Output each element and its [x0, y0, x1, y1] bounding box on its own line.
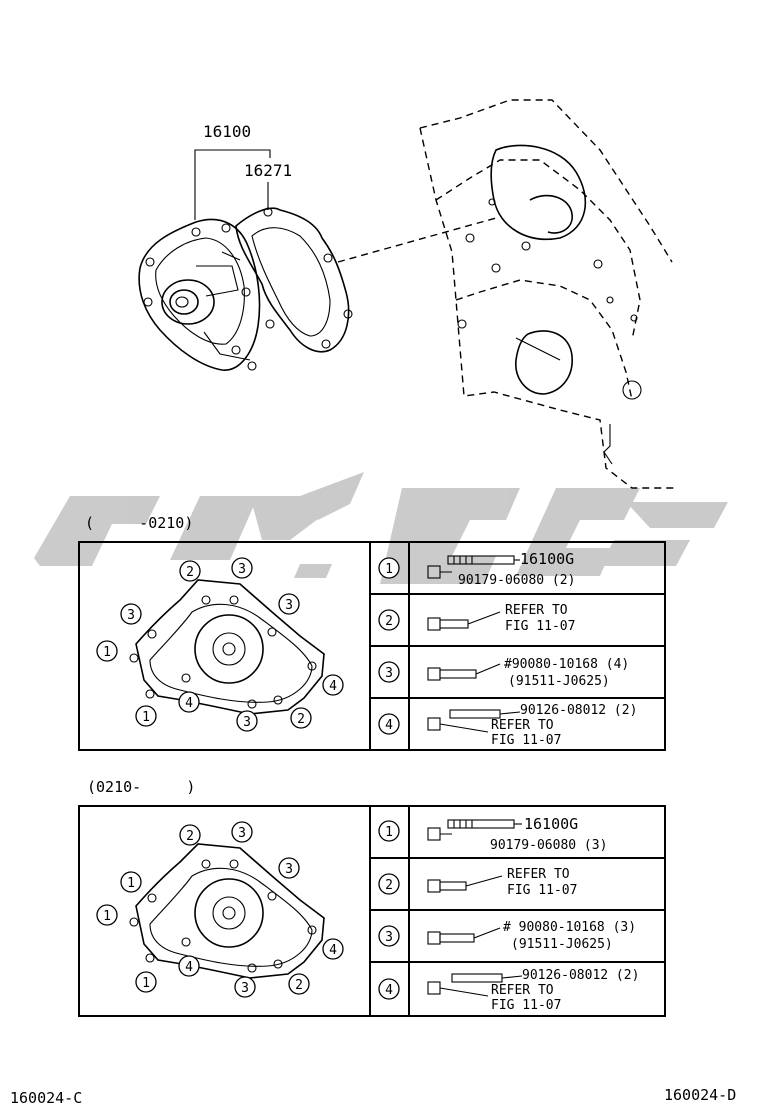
refer-fig: FIG 11-07 — [505, 619, 575, 634]
alt-part-number: (91511-J0625) — [511, 937, 613, 952]
stud-bolt-icon — [427, 973, 523, 997]
marker: 1 — [127, 876, 135, 891]
refer-fig: FIG 11-07 — [507, 883, 577, 898]
marker: 2 — [186, 565, 194, 580]
marker: 1 — [103, 645, 111, 660]
section-late-range: (0210- ) — [87, 778, 195, 796]
table-row: 1 16100G 90179-06080 (2) — [378, 550, 575, 588]
callout-bracket — [194, 149, 271, 220]
stud-bolt-icon — [427, 819, 522, 841]
marker: 1 — [142, 976, 150, 991]
footer-left-code: 160024-C — [10, 1089, 82, 1107]
refer-text: REFER TO — [491, 718, 554, 733]
part-number: 90179-06080 (2) — [458, 573, 575, 588]
part-number: # 90080-10168 (3) — [503, 920, 636, 935]
stud-bolt-icon — [427, 555, 520, 579]
part-number: 90126-08012 (2) — [522, 968, 639, 983]
table-row: 3 #90080-10168 (4) (91511-J0625) — [378, 657, 629, 689]
table-row: 2 REFER TO FIG 11-07 — [378, 603, 575, 634]
marker: 3 — [241, 981, 249, 996]
table-row: 2 REFER TO FIG 11-07 — [378, 867, 577, 898]
engine-timing-cover — [419, 99, 676, 489]
marker: 2 — [295, 978, 303, 993]
part-code: 16100G — [524, 815, 578, 833]
marker: 2 — [297, 712, 305, 727]
callout-16100: 16100 — [203, 122, 251, 141]
section-early-range: ( -0210) — [85, 514, 193, 532]
section-early-table — [78, 541, 666, 751]
refer-text: REFER TO — [507, 867, 570, 882]
refer-text: REFER TO — [491, 983, 554, 998]
gasket-markers-late: 2 3 3 1 1 4 1 4 3 2 — [96, 821, 344, 998]
section-late-table — [78, 805, 666, 1017]
marker: 3 — [127, 608, 135, 623]
table-row: 4 90126-08012 (2) REFER TO FIG 11-07 — [378, 703, 637, 748]
marker: 3 — [238, 562, 246, 577]
refer-fig: FIG 11-07 — [491, 998, 561, 1013]
marker: 3 — [285, 862, 293, 877]
footer-right-code: 160024-D — [664, 1086, 736, 1104]
refer-text: REFER TO — [505, 603, 568, 618]
gasket-diagram-late — [129, 843, 325, 979]
refer-fig: FIG 11-07 — [491, 733, 561, 748]
mounting-leader — [337, 217, 497, 263]
gasket-diagram-early — [129, 579, 325, 715]
marker: 3 — [243, 715, 251, 730]
marker: 4 — [185, 696, 193, 711]
bolt-icon — [427, 611, 501, 631]
part-code: 16100G — [520, 550, 574, 568]
water-pump-illustration — [138, 207, 353, 371]
row-number: 2 — [385, 614, 393, 629]
alt-part-number: (91511-J0625) — [508, 674, 610, 689]
watermark-logo — [34, 472, 728, 584]
gasket-markers-early: 2 3 3 3 1 4 1 4 3 2 — [96, 557, 344, 732]
bolt-icon — [427, 875, 503, 893]
marker: 3 — [238, 826, 246, 841]
part-number: 90126-08012 (2) — [520, 703, 637, 718]
marker: 4 — [329, 943, 337, 958]
marker: 2 — [186, 829, 194, 844]
row-number: 4 — [385, 718, 393, 733]
stud-bolt-icon — [427, 709, 521, 733]
table-row: 3 # 90080-10168 (3) (91511-J0625) — [378, 920, 636, 952]
row-number: 1 — [385, 825, 393, 840]
bolt-icon — [427, 663, 501, 681]
callout-16271: 16271 — [244, 161, 292, 180]
row-number: 3 — [385, 666, 393, 681]
marker: 3 — [285, 598, 293, 613]
row-number: 3 — [385, 930, 393, 945]
marker: 4 — [329, 679, 337, 694]
table-row: 1 16100G 90179-06080 (3) — [378, 815, 607, 853]
row-number: 4 — [385, 983, 393, 998]
marker: 1 — [103, 909, 111, 924]
row-number: 2 — [385, 878, 393, 893]
marker: 4 — [185, 960, 193, 975]
marker: 1 — [142, 710, 150, 725]
row-number: 1 — [385, 562, 393, 577]
part-number: 90179-06080 (3) — [490, 838, 607, 853]
part-number: #90080-10168 (4) — [504, 657, 629, 672]
table-row: 4 90126-08012 (2) REFER TO FIG 11-07 — [378, 968, 639, 1013]
bolt-icon — [427, 927, 501, 945]
